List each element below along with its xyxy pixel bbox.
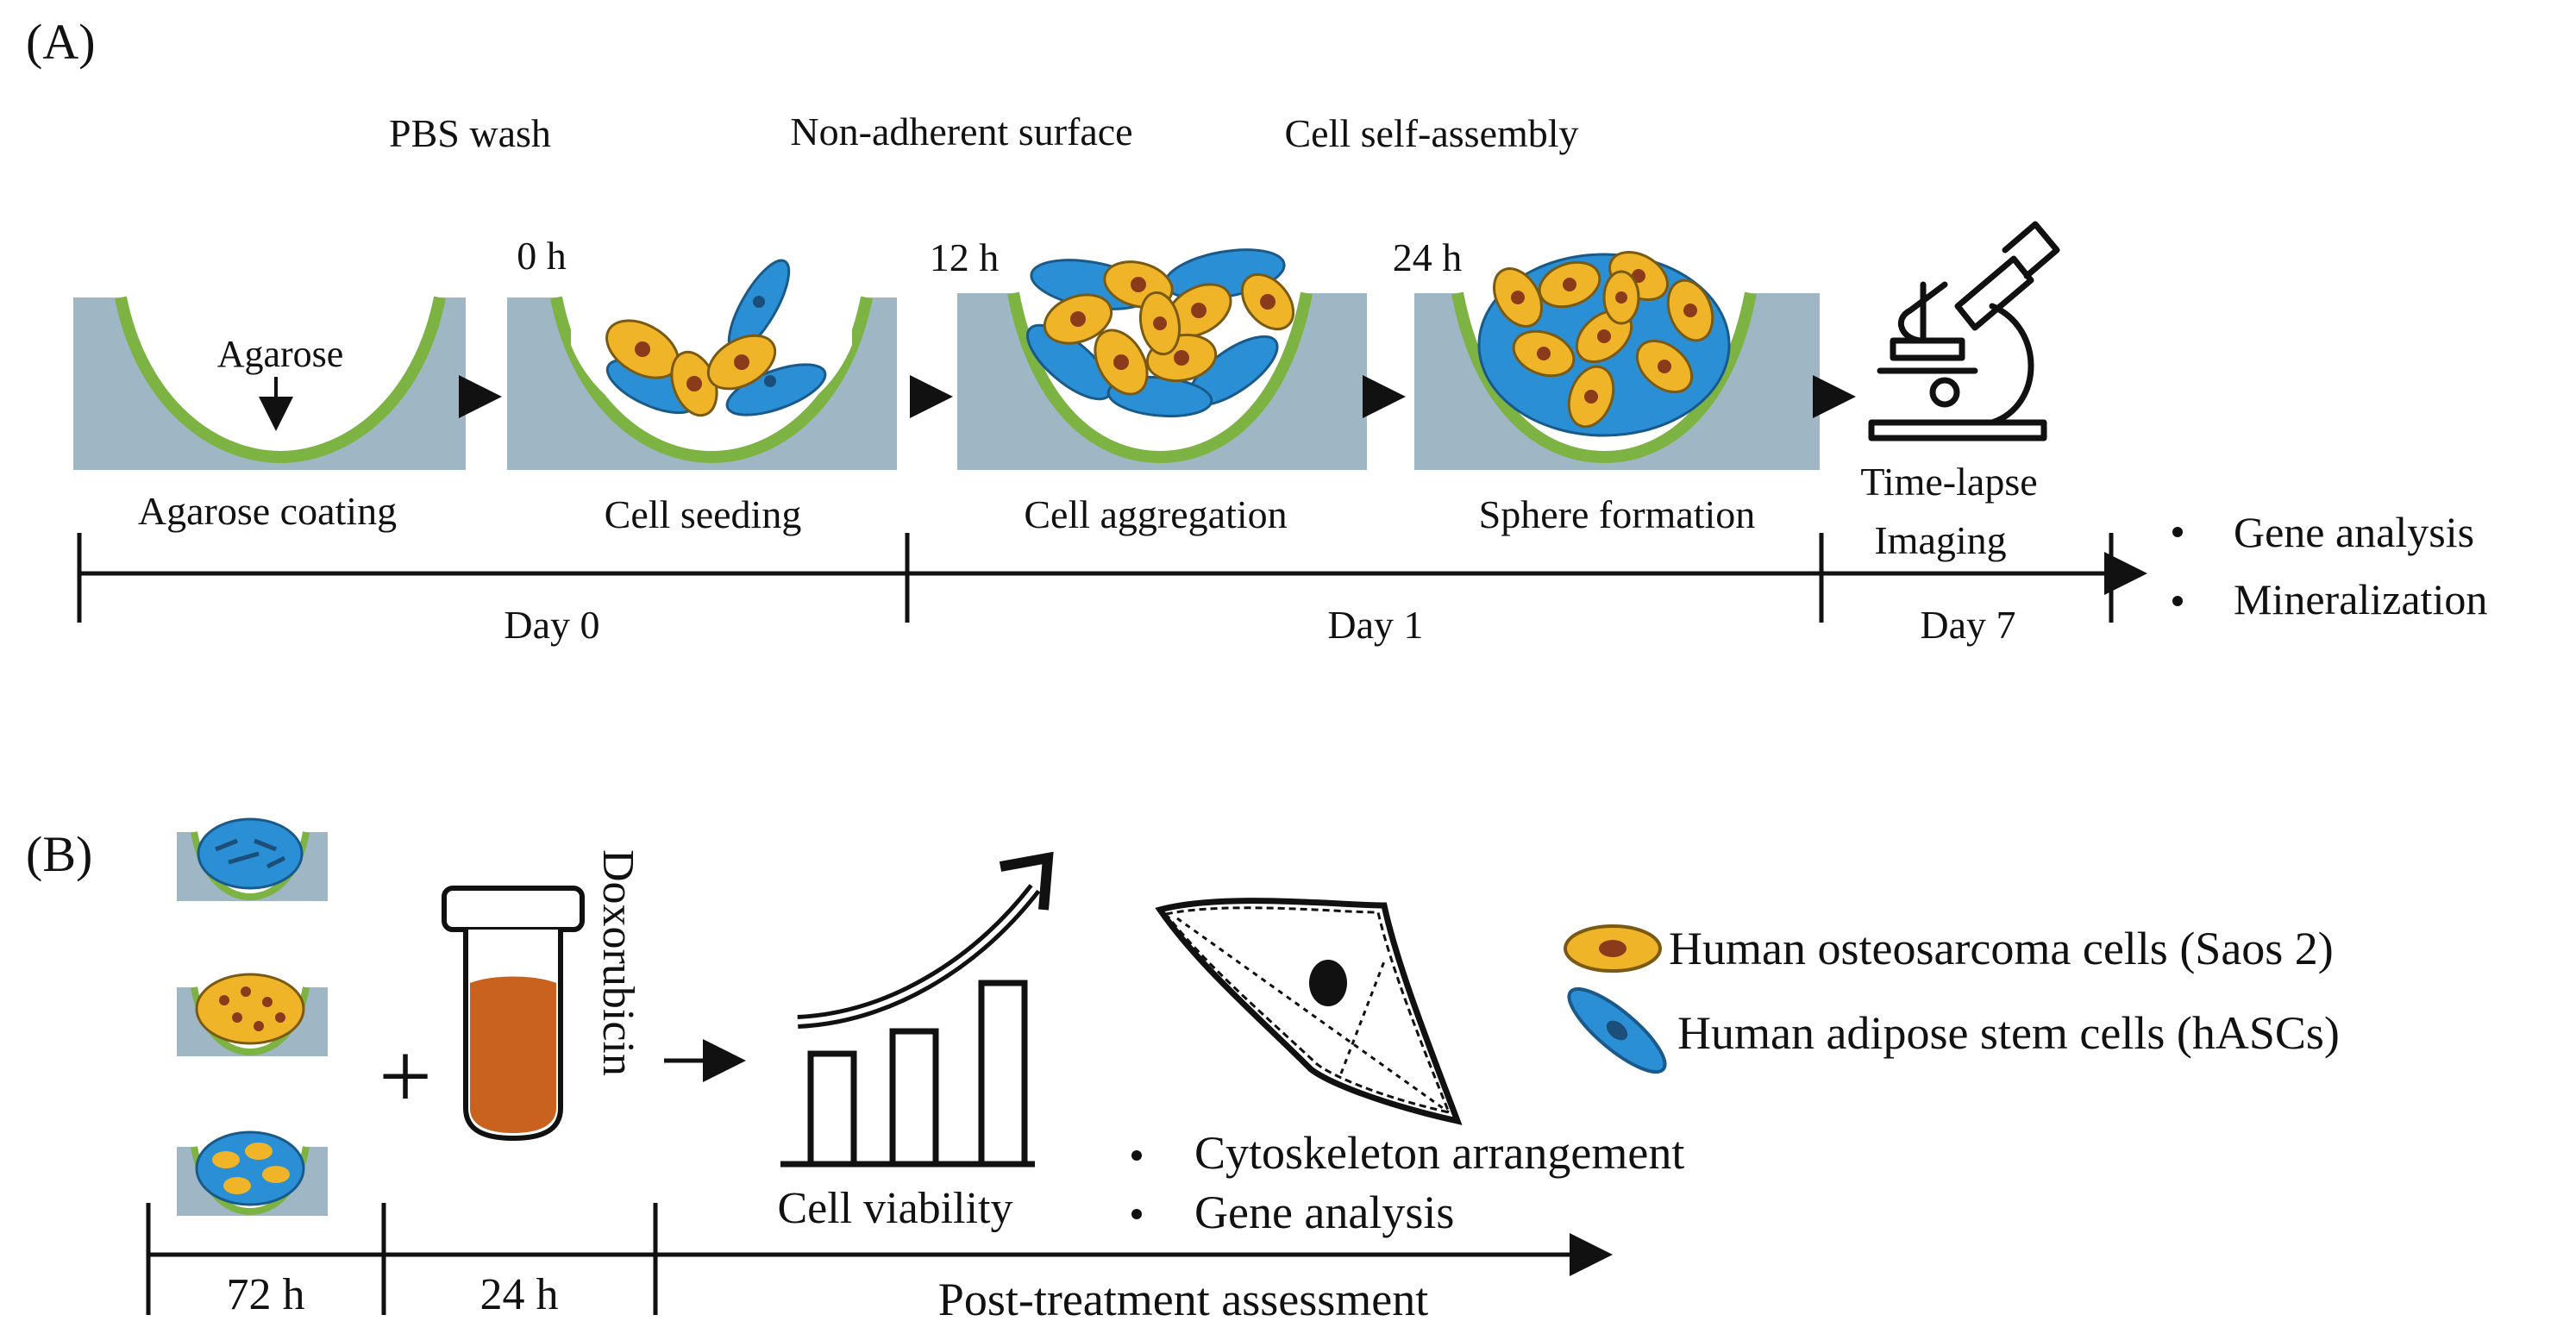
step-label-agarose-coating: Agarose coating (138, 489, 397, 533)
aggregating-cells (1026, 248, 1295, 418)
cell-viability-icon (780, 851, 1054, 1168)
day-label-1: Day 1 (1327, 603, 1423, 647)
legend-label-hascs: Human adipose stem cells (hASCs) (1677, 1007, 2340, 1059)
step-label-cell-seeding: Cell seeding (605, 492, 802, 536)
osteosarcoma-cell-icon (1564, 924, 1662, 973)
time-label-24h: 24 h (1393, 235, 1463, 279)
assessment-cytoskeleton: Cytoskeleton arrangement (1194, 1127, 1684, 1179)
time-label-0h: 0 h (517, 234, 567, 278)
duration-24h: 24 h (480, 1270, 559, 1319)
panel-b-label: (B) (26, 826, 92, 882)
day-label-7: Day 7 (1920, 603, 2015, 647)
bullet-gene-analysis-b (1131, 1209, 1142, 1219)
doxorubicin-label: Doxorubicin (593, 849, 642, 1076)
well-cell-aggregation (957, 248, 1367, 470)
microscope-icon (1868, 221, 2060, 441)
legend: Human osteosarcoma cells (Saos 2) Human … (1564, 923, 2340, 1074)
time-label-12h: 12 h (930, 235, 1000, 279)
step-label-sphere-formation: Sphere formation (1479, 492, 1756, 536)
outcome-mineralization: Mineralization (2234, 575, 2487, 623)
seeded-cells (605, 259, 827, 417)
bullet-mineralization (2172, 596, 2183, 606)
mini-well-saos2 (177, 973, 328, 1056)
outcome-gene-analysis: Gene analysis (2234, 508, 2474, 556)
well-agarose-coating: Agarose (73, 296, 466, 470)
imaging-label-line-2: Imaging (1874, 518, 2006, 562)
well-cell-seeding (507, 259, 897, 470)
top-label-self-assembly: Cell self-assembly (1284, 111, 1578, 155)
cytoskeleton-cell-icon (1155, 898, 1463, 1125)
mini-well-coculture (177, 1130, 328, 1216)
agarose-label: Agarose (217, 333, 344, 375)
step-label-cell-aggregation: Cell aggregation (1024, 492, 1287, 536)
plus-sign: + (379, 1024, 432, 1129)
mini-well-hascs (177, 817, 328, 901)
cell-viability-label: Cell viability (778, 1184, 1013, 1233)
imaging-label-line-1: Time-lapse (1860, 460, 2037, 504)
duration-72h: 72 h (227, 1270, 305, 1319)
top-label-non-adherent: Non-adherent surface (790, 110, 1132, 153)
top-label-pbs-wash: PBS wash (389, 111, 551, 155)
timeline-b (146, 1203, 1613, 1315)
assessment-gene-analysis: Gene analysis (1194, 1187, 1454, 1238)
adipose-stem-cell-icon (1567, 986, 1667, 1074)
timeline-a (77, 533, 2147, 623)
panel-a-label: (A) (26, 14, 96, 70)
legend-label-saos2: Human osteosarcoma cells (Saos 2) (1669, 923, 2334, 974)
bullet-gene-analysis-a (2172, 527, 2183, 537)
post-treatment-label: Post-treatment assessment (938, 1274, 1428, 1325)
doxorubicin-vial-icon (442, 886, 585, 1142)
bullet-cytoskeleton (1131, 1150, 1142, 1161)
well-sphere-formation (1414, 251, 1820, 470)
day-label-0: Day 0 (504, 603, 599, 647)
sphere-cells (1477, 251, 1731, 437)
